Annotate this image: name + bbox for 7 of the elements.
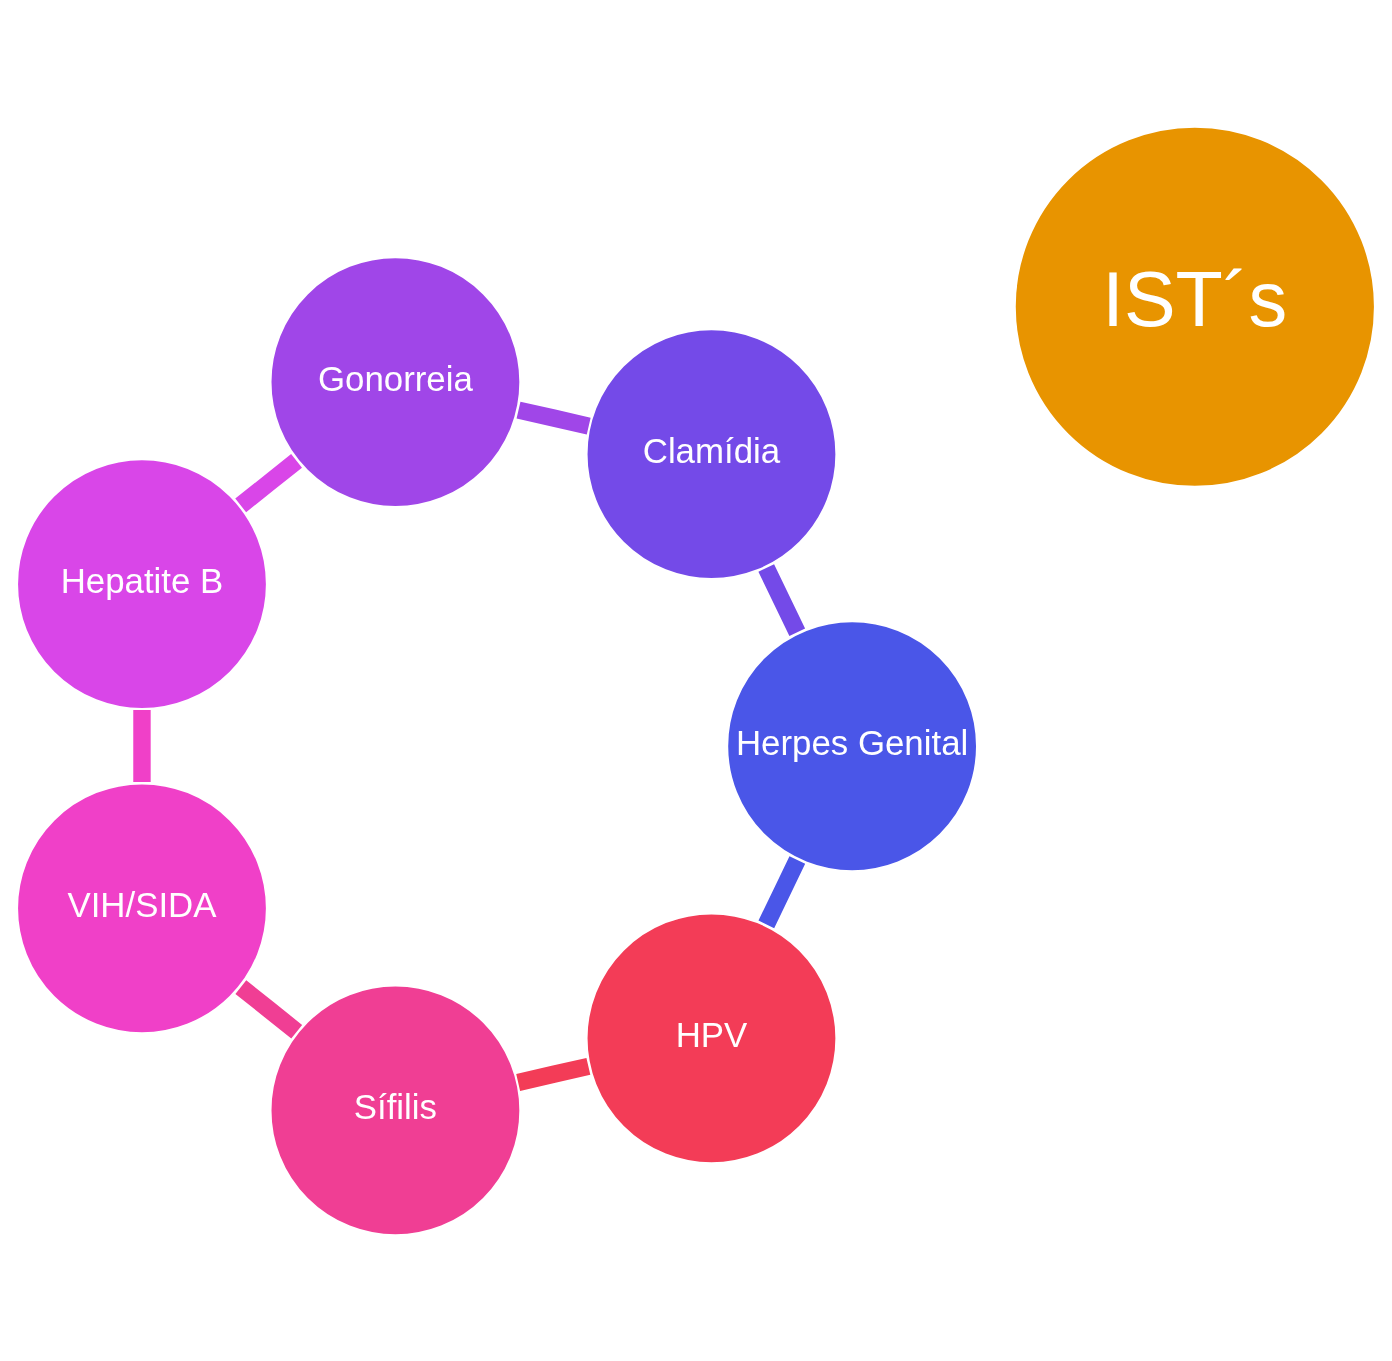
connector (758, 855, 806, 928)
connector (235, 453, 302, 512)
connector (758, 563, 806, 636)
connector (133, 709, 151, 782)
connector (235, 979, 303, 1038)
connector (516, 1057, 591, 1091)
connector (516, 401, 591, 435)
